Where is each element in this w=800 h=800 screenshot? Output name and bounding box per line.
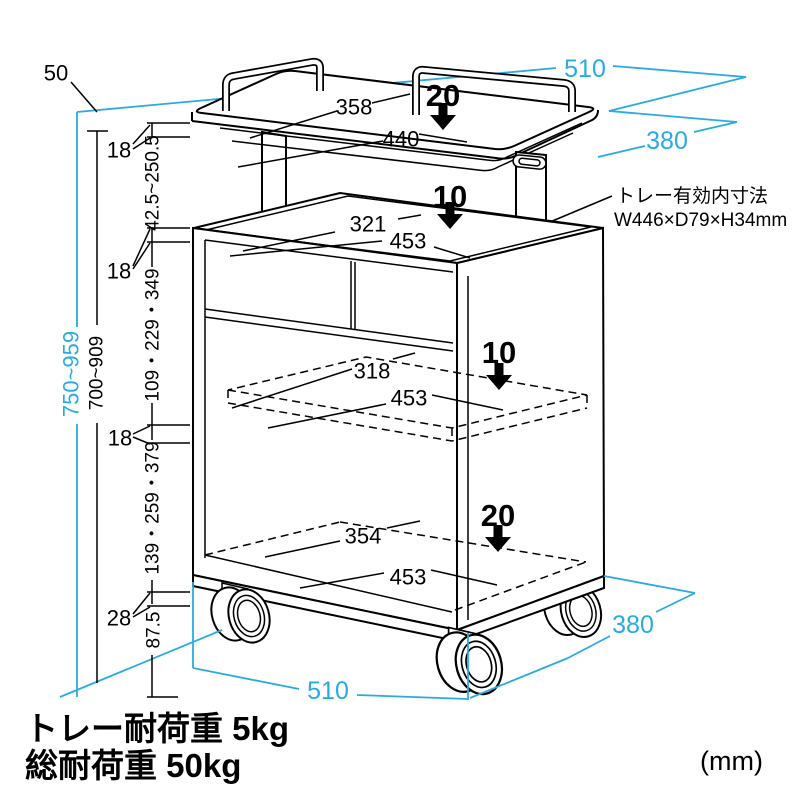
tray-handle-left xyxy=(222,57,324,111)
dim-tray-inner-width: 440 xyxy=(383,127,420,152)
dim-bottom-width: 510 xyxy=(307,677,349,705)
label-shelf-gap: 10 xyxy=(482,335,516,370)
dimension-labels: 50 510 380 510 380 358 440 321 453 318 4… xyxy=(44,55,787,705)
arrow-down-cabinet-top xyxy=(437,202,463,229)
label-tray-gap: 20 xyxy=(426,78,460,113)
tray-note-line2: W446×D79×H34mm xyxy=(614,210,787,231)
dim-tray-lift-range: 42.5~250.5 xyxy=(143,135,164,231)
unit-label: (mm) xyxy=(700,746,763,776)
dim-top-width: 510 xyxy=(564,55,606,83)
dim-shelf-positions-upper: 109・229・349 xyxy=(143,268,164,401)
cabinet-body xyxy=(192,191,606,643)
adjustable-shelf-dashed xyxy=(227,356,588,442)
footer-labels: トレー耐荷重 5kg 総耐荷重 50kg (mm) xyxy=(25,710,763,784)
total-load-capacity: 総耐荷重 50kg xyxy=(25,747,241,784)
tray-assembly xyxy=(191,57,599,229)
left-dimension-stack xyxy=(70,81,190,698)
dim-top-inner-depth: 321 xyxy=(350,212,387,237)
dim-top-inner-width: 453 xyxy=(390,229,427,254)
arrow-down-floor xyxy=(485,525,511,552)
caster-front-right xyxy=(435,626,504,696)
dim-tray-inner-depth: 358 xyxy=(336,95,373,120)
cabinet-side-panel xyxy=(456,226,606,632)
dim-shelf-positions-lower: 139・259・379 xyxy=(143,441,164,574)
dim-tray-thickness: 18 xyxy=(107,138,131,163)
dim-shelf-thickness: 18 xyxy=(108,426,132,451)
caster-front-left xyxy=(210,582,271,644)
dim-bottom-depth: 380 xyxy=(612,611,654,639)
label-top-gap: 10 xyxy=(433,179,467,214)
clearance-arrows xyxy=(430,103,512,552)
dim-bottom-thickness: 28 xyxy=(107,606,131,631)
dim-caster-height: 87.5 xyxy=(144,612,165,649)
dim-overall-height-range: 750~959 xyxy=(59,331,84,417)
dim-shelf-inner-width: 453 xyxy=(391,386,428,411)
dim-top-depth: 380 xyxy=(646,127,688,155)
label-floor-gap: 20 xyxy=(481,498,515,533)
surface-dimension-lines xyxy=(229,93,613,589)
arrow-down-tray xyxy=(430,103,456,130)
dim-body-height-range: 700~909 xyxy=(87,336,108,411)
dim-floor-inner-width: 453 xyxy=(390,565,427,590)
tray-plate xyxy=(195,69,595,151)
dim-floor-inner-depth: 354 xyxy=(345,524,382,549)
tray-handle-right xyxy=(412,65,576,115)
dim-top-thickness: 18 xyxy=(107,259,131,284)
tray-load-capacity: トレー耐荷重 5kg xyxy=(25,710,289,747)
note-leader-line xyxy=(549,195,613,223)
dim-shelf-inner-depth: 318 xyxy=(354,359,391,384)
dim-handle-extra: 50 xyxy=(44,61,68,86)
floor-hidden-edges-dashed xyxy=(204,521,587,611)
tray-note-line1: トレー有効内寸法 xyxy=(616,185,768,207)
cyan-dimension-lines-bottom xyxy=(59,575,696,700)
arrow-down-shelf xyxy=(486,363,512,390)
fixed-shelf-edge xyxy=(204,308,454,344)
height-lock-lever xyxy=(512,154,547,170)
